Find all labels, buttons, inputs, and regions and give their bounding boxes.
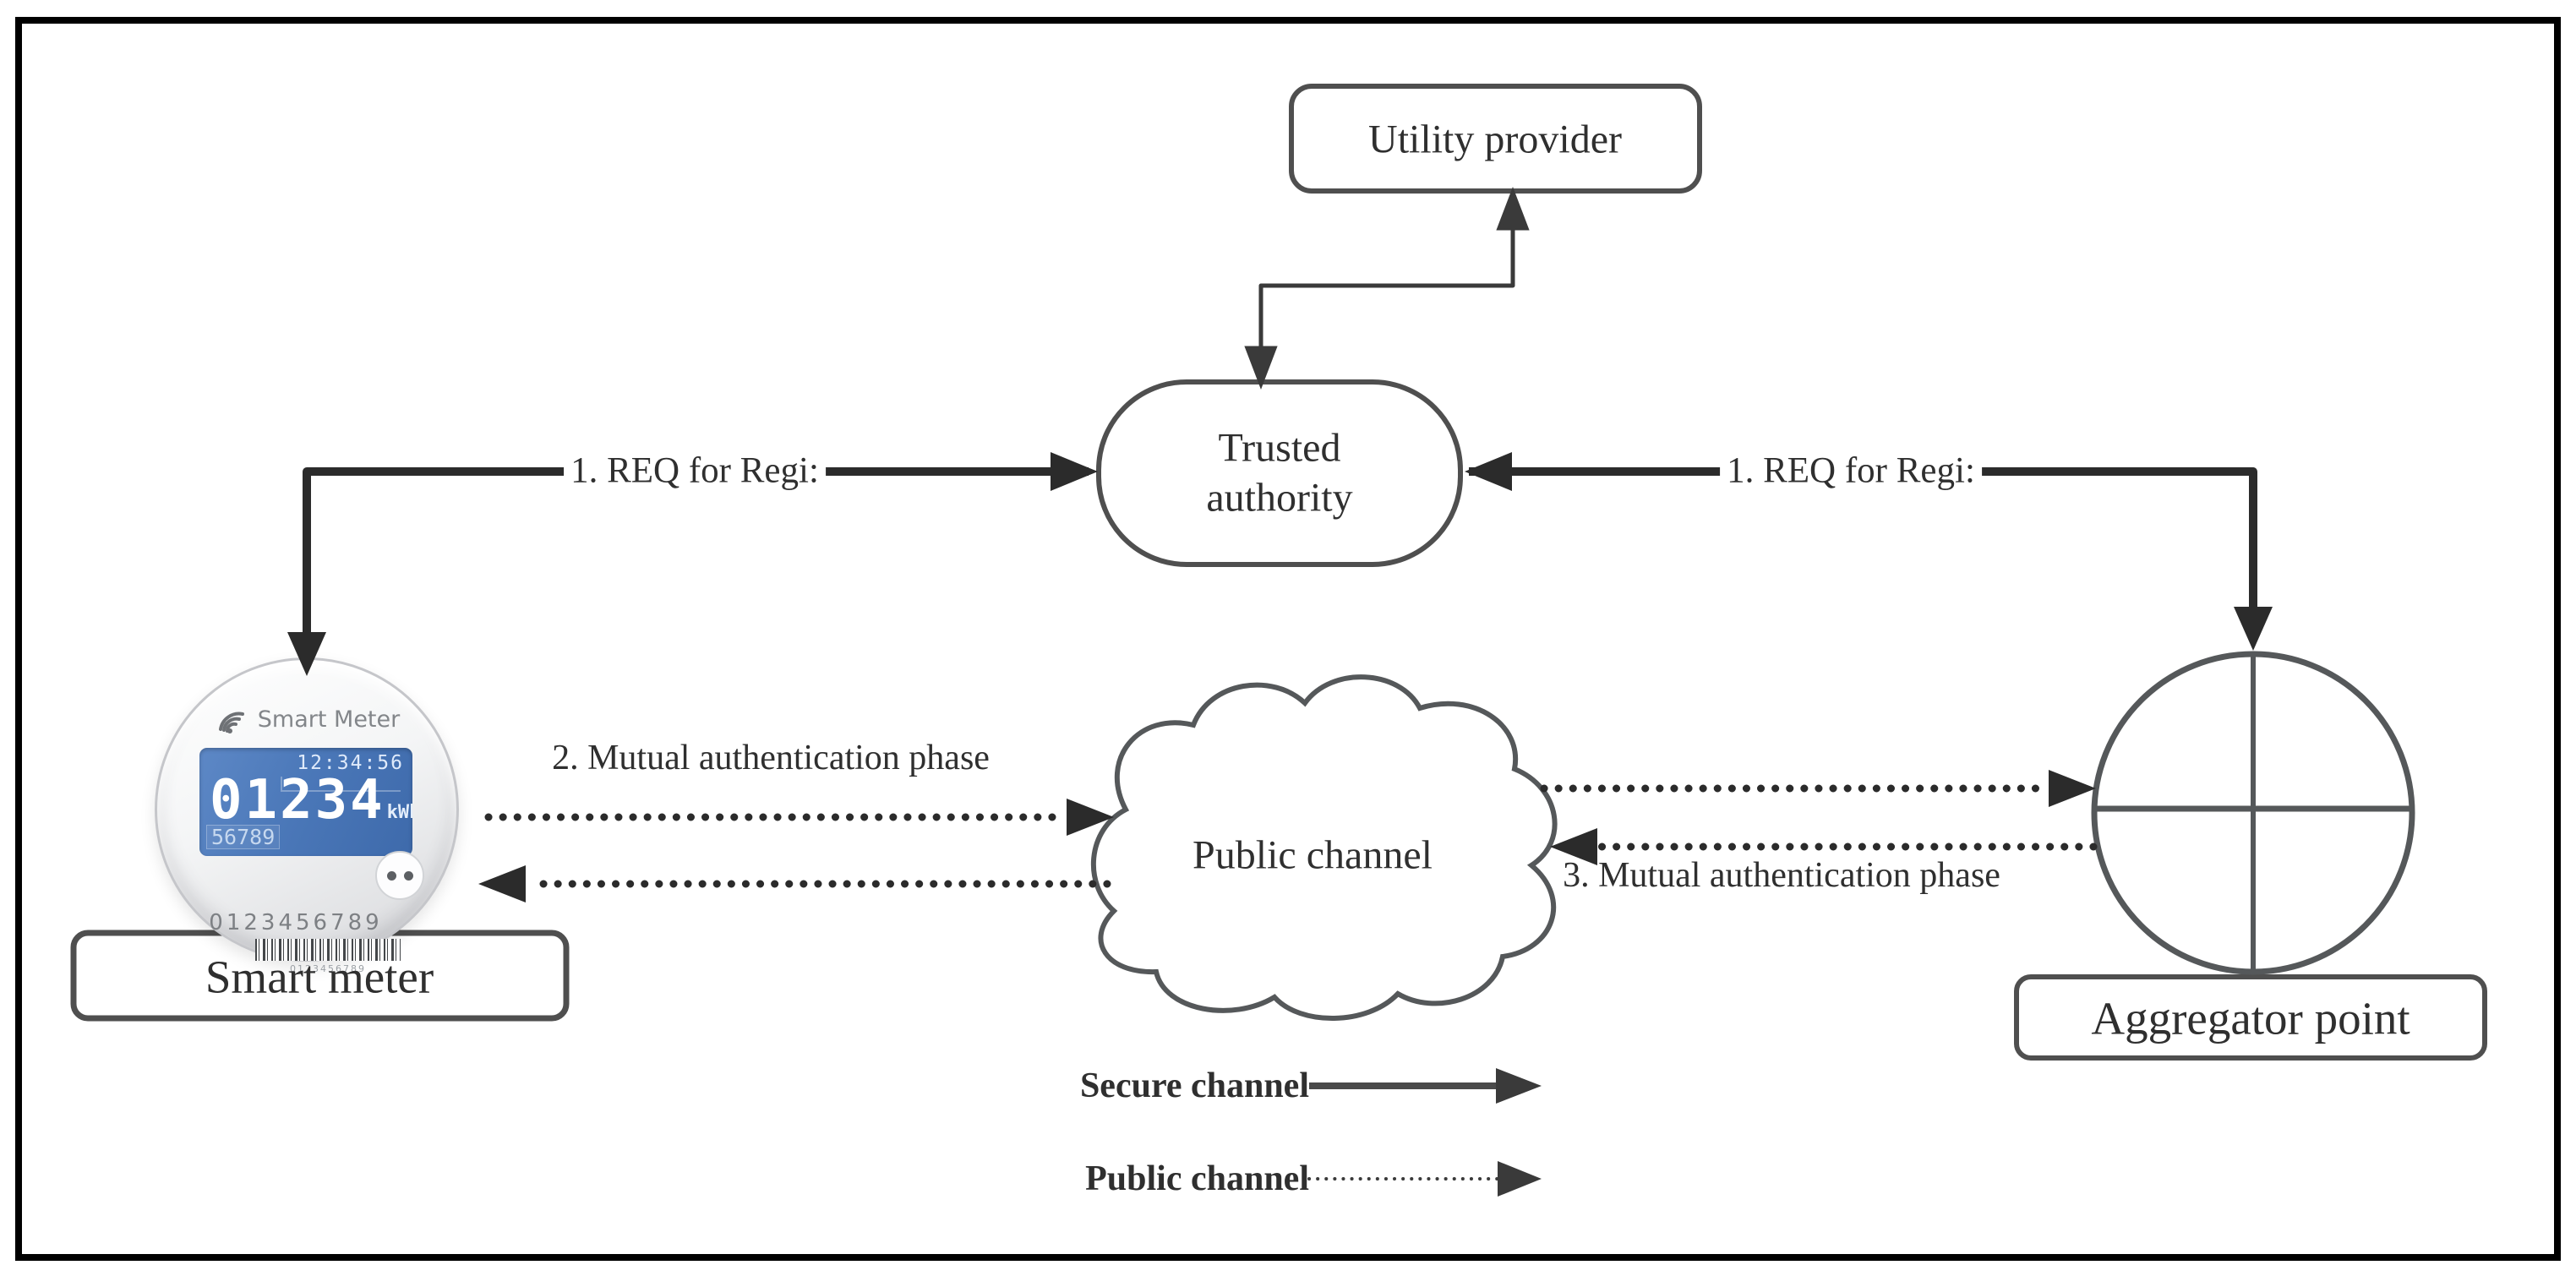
wifi-icon bbox=[218, 712, 244, 733]
arrowhead-left-icon bbox=[1550, 828, 1597, 865]
legend-public-label: Public channel bbox=[1085, 1159, 1309, 1198]
utility-provider-box bbox=[1289, 84, 1702, 194]
arrowhead-right-icon bbox=[1496, 1068, 1542, 1104]
mutual-auth-ap-label: 3. Mutual authentication phase bbox=[1563, 856, 2000, 895]
utility-provider-label: Utility provider bbox=[1368, 117, 1622, 162]
arrowhead-right-icon bbox=[1067, 799, 1114, 836]
req-left-label: 1. REQ for Regi: bbox=[564, 450, 826, 492]
meter-lcd-display: 12:34:56 01234kWh 56789 bbox=[199, 748, 412, 856]
secure-link-ta-up bbox=[1244, 186, 1530, 390]
meter-unit: kWh bbox=[386, 802, 412, 823]
secure-link-ap-ta bbox=[1469, 467, 2257, 610]
req-right-label: 1. REQ for Regi: bbox=[1720, 450, 1982, 492]
arrowhead-down-icon bbox=[287, 632, 326, 676]
meter-buttons bbox=[375, 851, 424, 900]
diagram-border-frame bbox=[15, 17, 2561, 1261]
legend-secure-label: Secure channel bbox=[1079, 1066, 1309, 1105]
meter-secondary-reading: 56789 bbox=[206, 824, 281, 849]
aggregator-point-label: Aggregator point bbox=[2091, 992, 2410, 1044]
public-channel-cloud bbox=[1090, 674, 1558, 1021]
arrowhead-down-icon bbox=[2234, 607, 2273, 651]
arrowhead-left-icon bbox=[1465, 452, 1512, 491]
arrowhead-down-icon bbox=[1244, 346, 1278, 390]
arrowhead-right-icon bbox=[2049, 770, 2096, 807]
arrowhead-up-icon bbox=[1496, 186, 1530, 231]
meter-time: 12:34:56 bbox=[297, 752, 404, 774]
aggregator-label-box bbox=[2014, 974, 2487, 1061]
trusted-authority-label: Trusted authority bbox=[1206, 425, 1353, 520]
meter-barcode bbox=[255, 939, 401, 961]
secure-link-sm-ta bbox=[303, 467, 1089, 635]
arrowhead-right-icon bbox=[1051, 452, 1098, 491]
public-channel-label: Public channel bbox=[1192, 832, 1433, 878]
smart-meter-label: Smart meter bbox=[205, 951, 434, 1003]
arrowhead-left-icon bbox=[478, 865, 526, 902]
meter-brand-label: Smart Meter bbox=[257, 706, 401, 733]
lcd-trace-decor bbox=[281, 777, 401, 792]
legend bbox=[1307, 1068, 1542, 1197]
meter-serial-number: 0123456789 bbox=[209, 910, 383, 935]
arrowhead-right-icon bbox=[1498, 1161, 1542, 1197]
meter-reading: 01234kWh bbox=[210, 773, 412, 827]
meter-barcode-caption: 0123456789 bbox=[290, 963, 366, 974]
mutual-auth-sm-label: 2. Mutual authentication phase bbox=[552, 739, 990, 777]
aggregator-node bbox=[2091, 651, 2415, 975]
trusted-authority-box bbox=[1096, 379, 1463, 567]
